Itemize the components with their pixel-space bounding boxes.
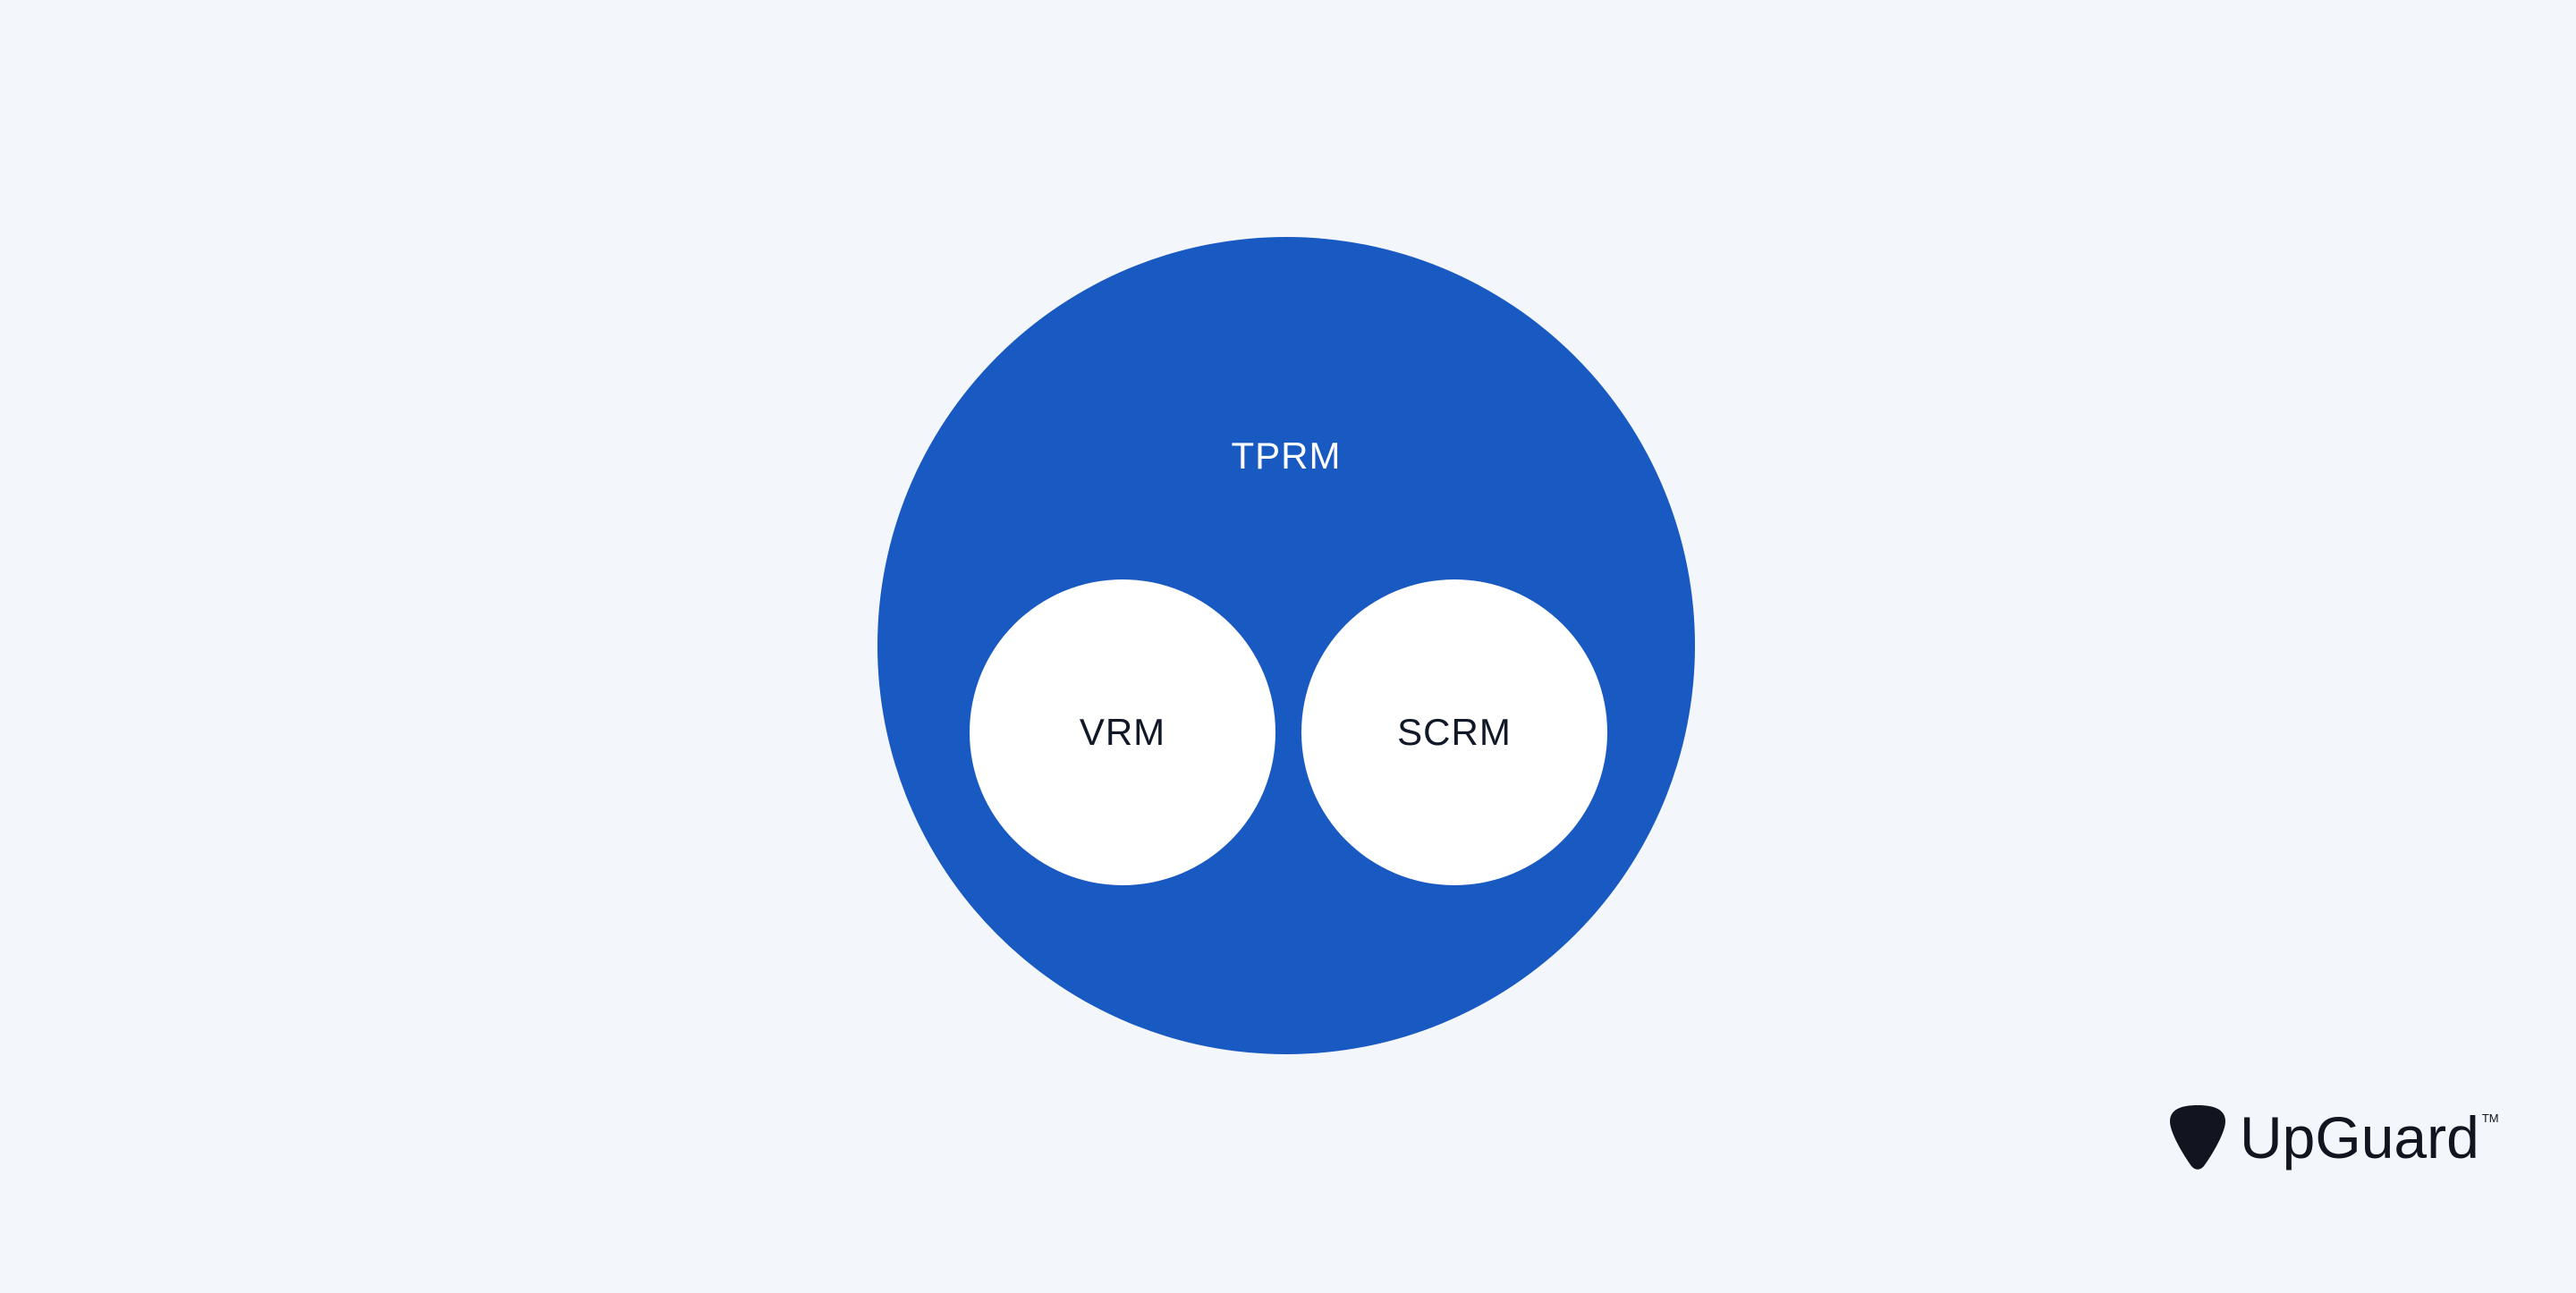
- upguard-logo: UpGuard TM: [2168, 1100, 2499, 1175]
- scrm-circle: SCRM: [1301, 579, 1607, 885]
- logo-text: UpGuard: [2240, 1104, 2479, 1170]
- vrm-label: VRM: [1079, 711, 1166, 753]
- tprm-label: TPRM: [1231, 435, 1342, 477]
- logo-wordmark: UpGuard TM: [2240, 1103, 2499, 1171]
- vrm-circle: VRM: [970, 579, 1275, 885]
- guitar-pick-icon: [2170, 1105, 2225, 1170]
- trademark: TM: [2481, 1111, 2499, 1125]
- scrm-label: SCRM: [1397, 711, 1512, 753]
